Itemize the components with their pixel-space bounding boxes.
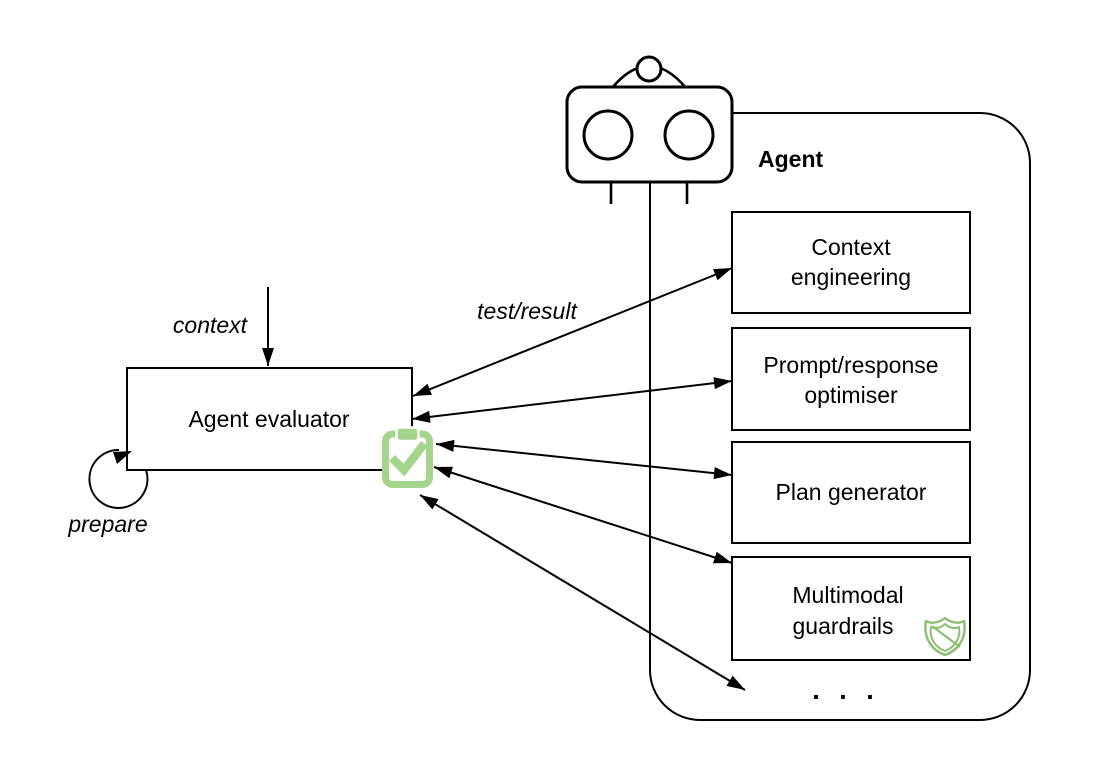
clipboard-check-icon — [382, 424, 433, 488]
test-result-arrow-prompt-response — [411, 377, 733, 423]
module-box-plan-generator: Plan generator — [731, 441, 971, 544]
module-label: Prompt/response — [763, 352, 938, 378]
agent-evaluator-box — [126, 367, 413, 471]
module-box — [731, 327, 971, 431]
clipboard-checkmark — [388, 440, 428, 477]
module-label: guardrails — [793, 613, 894, 639]
robot-eye-right-icon — [663, 109, 715, 161]
module-label: Context — [811, 234, 891, 260]
module-box — [731, 556, 971, 661]
agent-container-label: Agent — [758, 146, 824, 172]
module-box-context-engineering: Context engineering — [731, 211, 971, 314]
test-result-arrow-ellipsis — [419, 494, 746, 691]
test-result-edge-label: test/result — [477, 298, 578, 324]
shield-icon — [924, 616, 966, 657]
module-box-multimodal-guardrails: Multimodal guardrails — [731, 556, 971, 661]
robot-icon — [565, 55, 734, 204]
prepare-arrowhead — [113, 451, 132, 464]
prepare-self-loop — [88, 448, 149, 509]
module-box — [731, 441, 971, 544]
robot-eye-left-icon — [582, 109, 634, 161]
prepare-edge-label: prepare — [67, 511, 147, 537]
more-modules-ellipsis: . . . — [812, 675, 880, 705]
module-box-prompt-response-optimiser: Prompt/response optimiser — [731, 327, 971, 431]
robot-antenna-icon — [635, 55, 663, 83]
shield-outer-outline — [924, 616, 966, 657]
module-label: Multimodal — [792, 582, 903, 608]
module-label: Plan generator — [776, 479, 927, 505]
test-result-arrow-context-engineering — [412, 267, 733, 397]
module-box — [731, 211, 971, 314]
agent-evaluator-label: Agent evaluator — [188, 406, 349, 432]
context-edge-label: context — [173, 312, 249, 338]
module-label: engineering — [791, 264, 911, 290]
shield-slash — [931, 625, 961, 648]
module-label: optimiser — [804, 382, 898, 408]
clipboard-clip — [395, 426, 420, 443]
